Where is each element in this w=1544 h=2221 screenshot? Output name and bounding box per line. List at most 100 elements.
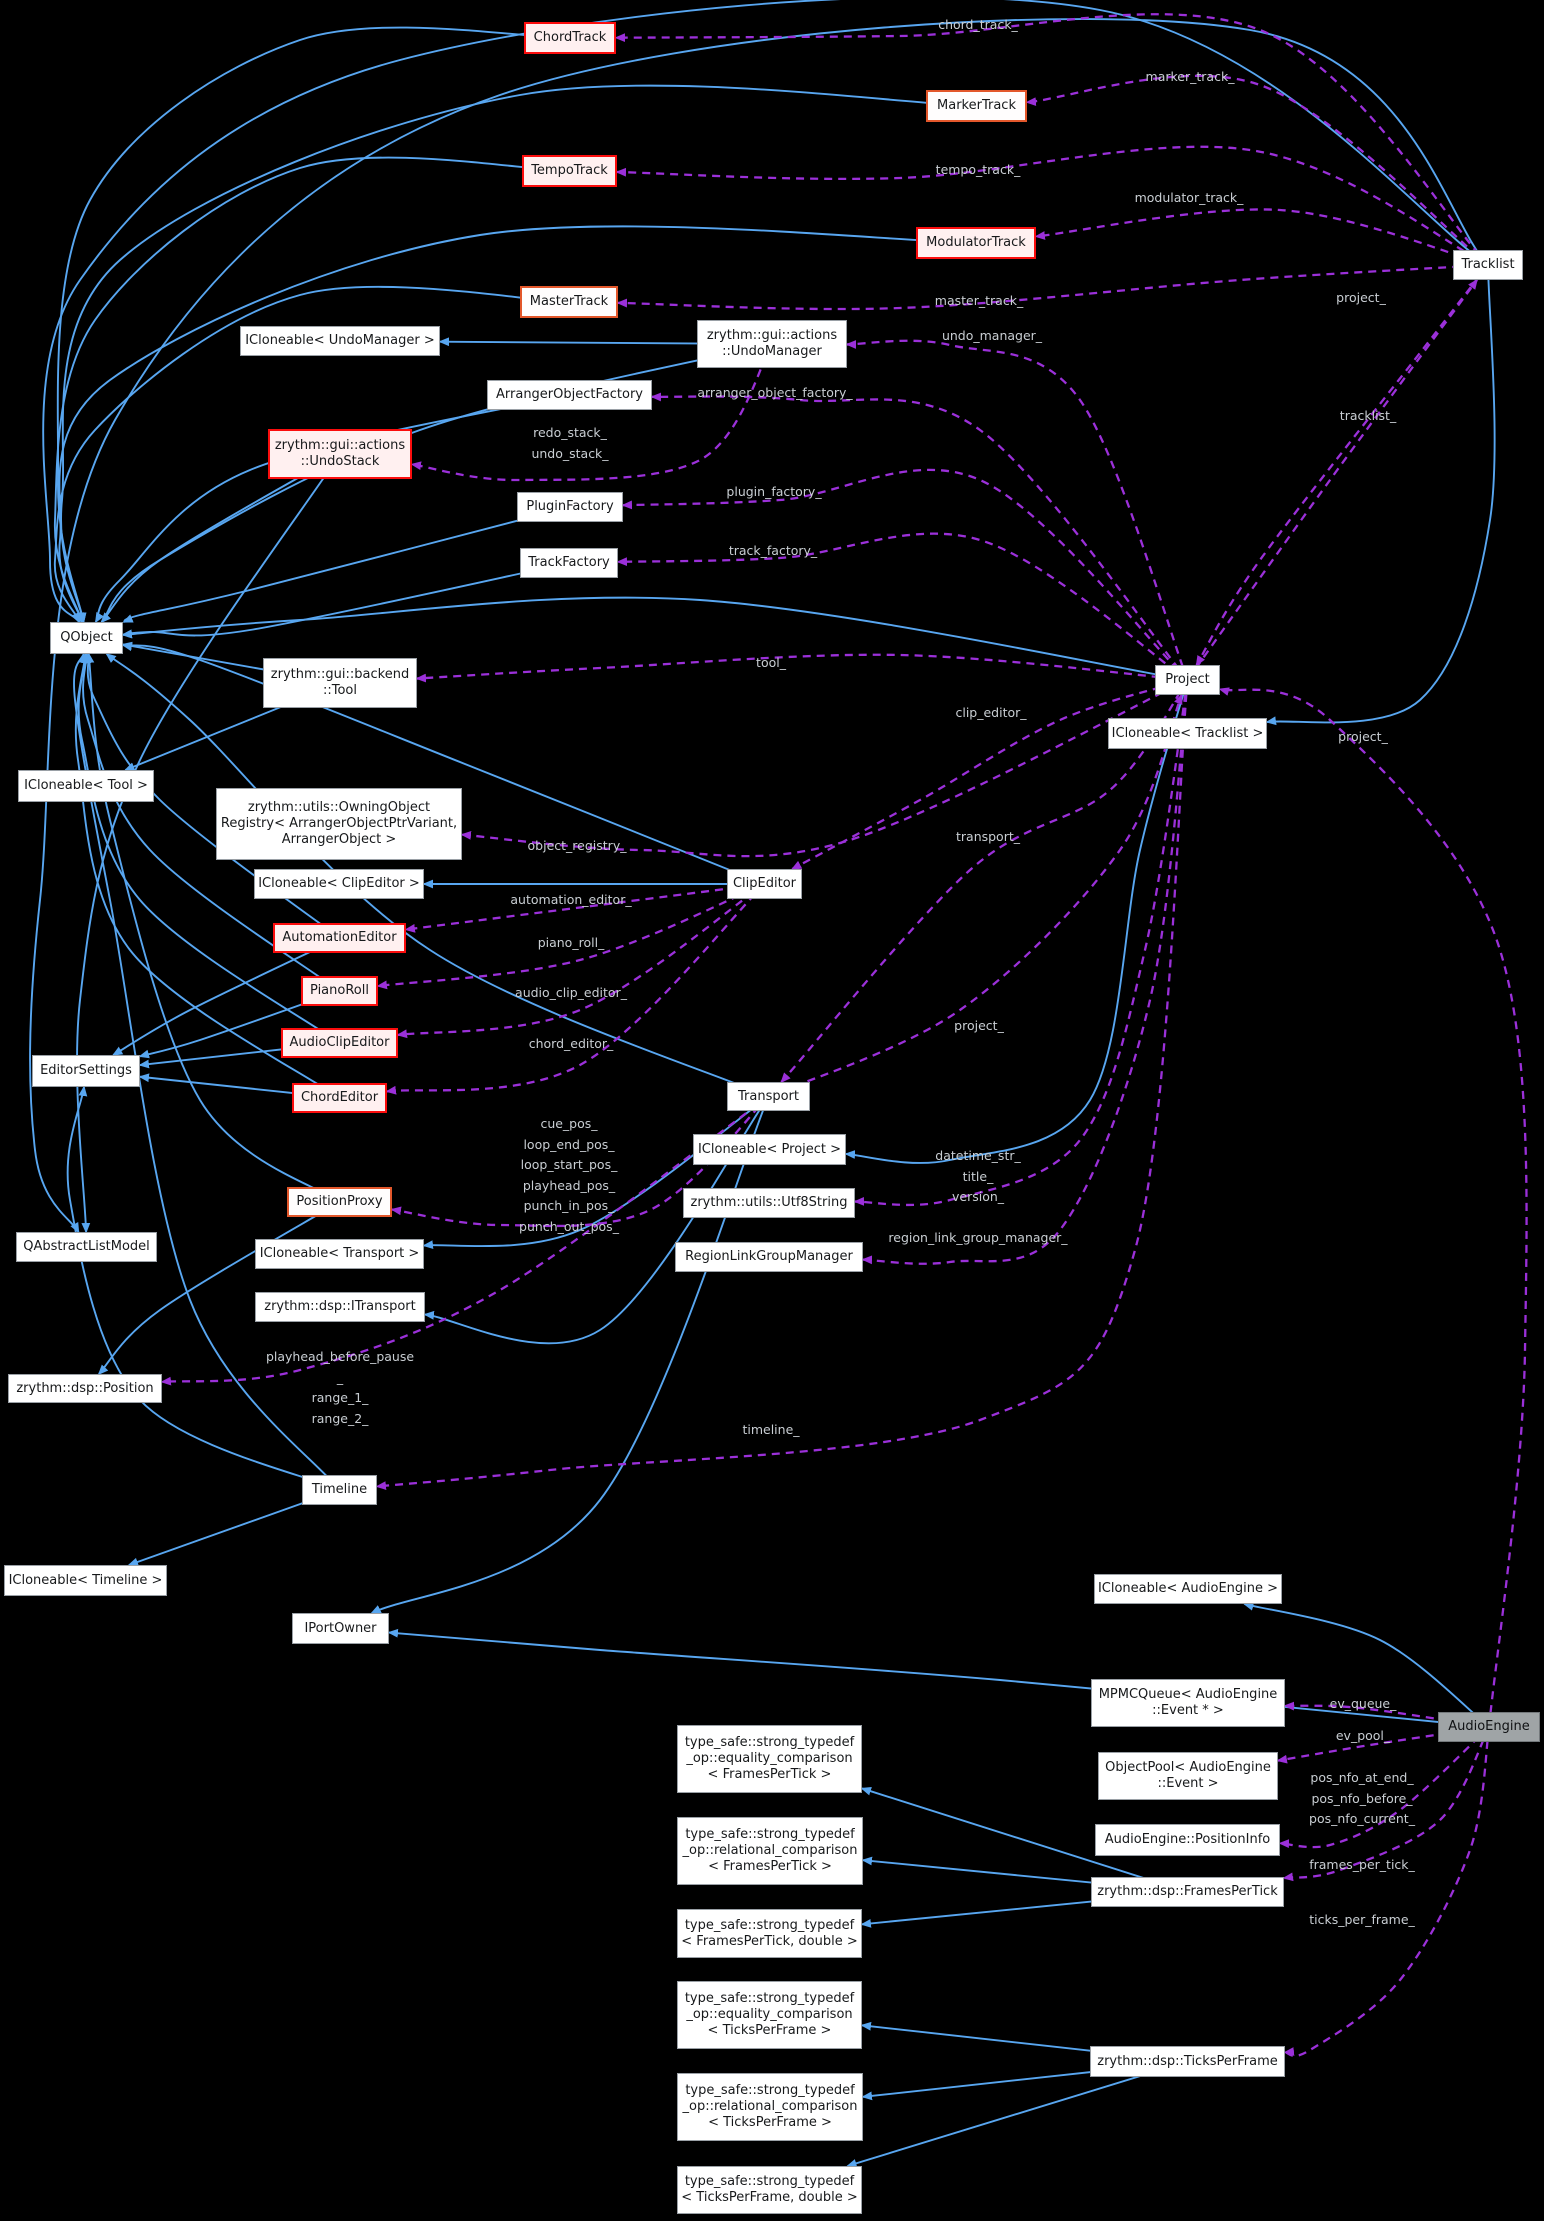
- edge-label-arranger_object_factory: arranger_object_factory_: [697, 385, 853, 400]
- edge-label-timeline: timeline_: [742, 1422, 800, 1437]
- usage-edge: [1282, 1726, 1491, 1882]
- edge-label-chord_editor: chord_editor_: [528, 1036, 614, 1051]
- class-node-ICloneableUndoManager[interactable]: ICloneable< UndoManager >: [240, 326, 440, 356]
- class-node-ICloneableTimeline[interactable]: ICloneable< Timeline >: [4, 1565, 167, 1596]
- usage-edge: [1034, 208, 1489, 267]
- class-node-FramesPerTick[interactable]: zrythm::dsp::FramesPerTick: [1091, 1877, 1284, 1907]
- inheritance-edge: [76, 453, 341, 1234]
- usage-edge: [410, 343, 773, 482]
- inheritance-edge: [1243, 1602, 1490, 1728]
- class-node-AutomationEditor[interactable]: AutomationEditor: [273, 923, 406, 953]
- usage-edge: [160, 1095, 770, 1386]
- class-node-TrackFactory[interactable]: TrackFactory: [520, 548, 618, 578]
- class-node-TempoTrack[interactable]: TempoTrack: [522, 155, 617, 187]
- usage-edge: [616, 263, 1489, 311]
- edge-label-ticks_per_frame: ticks_per_frame_: [1309, 1912, 1415, 1927]
- usage-edge: [614, 13, 1489, 266]
- inheritance-edge: [94, 394, 570, 624]
- edge-label-pos_block: cue_pos_ loop_end_pos_ loop_start_pos_ p…: [519, 1116, 619, 1234]
- edge-label-tempo_track: tempo_track_: [935, 162, 1021, 177]
- class-node-MPMCQueue[interactable]: MPMCQueue< AudioEngine ::Event * >: [1091, 1679, 1285, 1727]
- inheritance-edge: [54, 285, 570, 624]
- inheritance-edge: [56, 26, 571, 624]
- inheritance-edge: [58, 225, 977, 624]
- class-node-UndoManager[interactable]: zrythm::gui::actions ::UndoManager: [697, 320, 847, 368]
- class-node-AudioClipEditor[interactable]: AudioClipEditor: [281, 1028, 398, 1058]
- class-node-tsStFPT[interactable]: type_safe::strong_typedef < FramesPerTic…: [677, 1909, 862, 1958]
- class-node-PositionInfo[interactable]: AudioEngine::PositionInfo: [1095, 1824, 1280, 1856]
- edge-label-datetime_block: datetime_str_ title_ version_: [935, 1148, 1021, 1204]
- usage-edge: [853, 679, 1189, 1207]
- class-node-RegionLinkGroupManager[interactable]: RegionLinkGroupManager: [675, 1242, 863, 1272]
- edge-label-audio_clip_editor: audio_clip_editor_: [515, 985, 627, 1000]
- class-node-Project[interactable]: Project: [1155, 665, 1220, 695]
- class-node-Utf8String[interactable]: zrythm::utils::Utf8String: [683, 1188, 855, 1218]
- edge-label-plugin_factory: plugin_factory_: [726, 484, 822, 499]
- class-node-ITransport[interactable]: zrythm::dsp::ITransport: [255, 1292, 425, 1322]
- class-node-ICloneableAudioEngine[interactable]: ICloneable< AudioEngine >: [1094, 1574, 1282, 1604]
- class-node-EditorSettings[interactable]: EditorSettings: [32, 1055, 140, 1087]
- inheritance-edge: [77, 652, 341, 1044]
- class-node-UndoStack[interactable]: zrythm::gui::actions ::UndoStack: [268, 429, 412, 479]
- class-node-Timeline[interactable]: Timeline: [302, 1475, 377, 1505]
- class-node-ICloneableTransport[interactable]: ICloneable< Transport >: [255, 1239, 424, 1269]
- usage-edge: [616, 532, 1189, 681]
- inheritance-edge: [121, 596, 1188, 681]
- class-node-ClipEditor[interactable]: ClipEditor: [727, 869, 802, 899]
- class-node-tsEqTPF[interactable]: type_safe::strong_typedef _op::equality_…: [677, 1981, 862, 2049]
- class-node-tsEqFPT[interactable]: type_safe::strong_typedef _op::equality_…: [677, 1725, 862, 1793]
- usage-edge: [1278, 1726, 1490, 1849]
- class-node-QObject[interactable]: QObject: [50, 622, 123, 654]
- class-node-AudioEngine: AudioEngine: [1438, 1712, 1540, 1742]
- usage-edge: [845, 339, 1189, 681]
- class-node-ICloneableTool[interactable]: ICloneable< Tool >: [18, 770, 154, 802]
- class-node-PianoRoll[interactable]: PianoRoll: [301, 976, 378, 1006]
- inheritance-edge: [844, 679, 1189, 1164]
- edge-label-object_registry: object_registry_: [527, 838, 627, 853]
- inheritance-edge: [846, 2060, 1188, 2168]
- class-node-OwningObjectRegistry[interactable]: zrythm::utils::OwningObject Registry< Ar…: [216, 788, 462, 860]
- class-node-PluginFactory[interactable]: PluginFactory: [517, 492, 623, 522]
- edge-label-pos_nfo_block: pos_nfo_at_end_ pos_nfo_before_ pos_nfo_…: [1309, 1770, 1415, 1826]
- edge-label-automation_editor: automation_editor_: [510, 892, 632, 907]
- edge-label-transport: transport_: [955, 829, 1021, 844]
- class-node-ModulatorTrack[interactable]: ModulatorTrack: [916, 227, 1036, 259]
- class-node-Tracklist[interactable]: Tracklist: [1453, 250, 1523, 280]
- class-node-Transport[interactable]: Transport: [727, 1082, 810, 1111]
- class-node-PositionProxy[interactable]: PositionProxy: [287, 1187, 392, 1217]
- class-node-QAbstractListModel[interactable]: QAbstractListModel: [16, 1232, 157, 1262]
- usage-edge: [1218, 687, 1528, 1728]
- inheritance-edge: [387, 1628, 1490, 1728]
- class-node-ChordTrack[interactable]: ChordTrack: [524, 22, 616, 54]
- usage-edge: [615, 145, 1489, 267]
- class-node-tsRelTPF[interactable]: type_safe::strong_typedef _op::relationa…: [677, 2073, 863, 2141]
- edge-label-project_bottom: project_: [954, 1018, 1004, 1033]
- class-node-ICloneableClipEditor[interactable]: ICloneable< ClipEditor >: [254, 869, 424, 899]
- class-node-ArrangerObjectFactory[interactable]: ArrangerObjectFactory: [487, 380, 652, 410]
- inheritance-edge: [66, 1085, 340, 1491]
- inheritance-edge: [100, 343, 773, 624]
- edge-label-clip_editor: clip_editor_: [955, 705, 1027, 720]
- edge-label-chord_track: chord_track_: [938, 17, 1018, 32]
- edge-label-piano_roll: piano_roll_: [537, 935, 605, 950]
- class-node-tsStTPF[interactable]: type_safe::strong_typedef < TicksPerFram…: [677, 2166, 862, 2214]
- class-node-MasterTrack[interactable]: MasterTrack: [520, 286, 618, 318]
- class-node-Tool[interactable]: zrythm::gui::backend ::Tool: [263, 658, 417, 708]
- class-node-ICloneableTracklist[interactable]: ICloneable< Tracklist >: [1108, 718, 1267, 749]
- inheritance-edge: [85, 652, 341, 1203]
- class-node-ObjectPool[interactable]: ObjectPool< AudioEngine ::Event >: [1098, 1752, 1278, 1800]
- edge-label-undo_manager: undo_manager_: [941, 328, 1043, 343]
- usage-edge: [385, 883, 766, 1095]
- usage-edge: [404, 882, 765, 933]
- class-node-IPortOwner[interactable]: IPortOwner: [292, 1613, 389, 1644]
- inheritance-edge: [121, 642, 765, 885]
- class-node-ICloneableProject[interactable]: ICloneable< Project >: [693, 1134, 846, 1165]
- edge-label-ev_queue: ev_queue_: [1329, 1696, 1397, 1711]
- usage-edge: [1283, 1726, 1491, 2058]
- class-node-TicksPerFrame[interactable]: zrythm::dsp::TicksPerFrame: [1090, 2046, 1285, 2077]
- usage-edge: [375, 679, 1189, 1490]
- class-node-tsRelFPT[interactable]: type_safe::strong_typedef _op::relationa…: [677, 1817, 863, 1885]
- class-node-MarkerTrack[interactable]: MarkerTrack: [926, 90, 1027, 122]
- class-node-Position[interactable]: zrythm::dsp::Position: [8, 1374, 162, 1403]
- class-node-ChordEditor[interactable]: ChordEditor: [292, 1083, 387, 1113]
